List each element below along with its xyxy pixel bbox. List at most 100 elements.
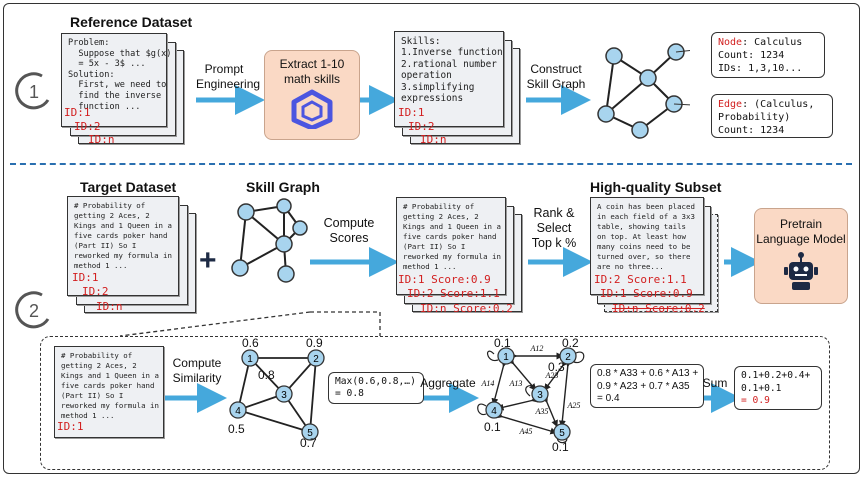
weight-node-2: 0.9 (306, 336, 323, 350)
detail-doc-text: # Probability of getting 2 Aces, 2 Kings… (61, 351, 159, 420)
skill-graph-title: Skill Graph (246, 179, 320, 195)
agg-weight-3: 0.3 (548, 360, 565, 374)
ref-id-1: ID:1 (64, 106, 91, 119)
weight-node-3: 0.8 (258, 368, 275, 382)
skill-graph-2 (231, 198, 308, 283)
step-2-badge: 2 (15, 291, 50, 329)
sum-label: Sum (702, 376, 728, 390)
sim-node-2: 2 (313, 354, 319, 365)
aggregate-formula-box: 0.8 * A33 + 0.6 * A13 + 0.9 * A23 + 0.7 … (590, 364, 704, 408)
skills-card-1: Skills: 1.Inverse function 2.rational nu… (394, 31, 504, 127)
scores-doc-text: # Probability of getting 2 Aces, 2 Kings… (403, 202, 501, 271)
graph1-node (605, 47, 623, 65)
edge-label-a25: A25 (567, 401, 581, 410)
svg-text:2: 2 (29, 301, 39, 321)
edge-label-a13: A13 (509, 379, 523, 388)
edge-label-a23: A23 (545, 371, 559, 380)
robot-icon (784, 252, 818, 290)
weight-node-4: 0.5 (228, 422, 245, 436)
score-row-n: ID:n Score:0.2 (420, 302, 513, 315)
node-ids: IDs: 1,3,10... (718, 63, 803, 74)
agg-weight-2: 0.2 (562, 336, 579, 350)
aggregate-graph: 1 2 3 4 5 A12 A23 A13 A14 A35 A25 A45 (477, 344, 585, 444)
compute-similarity-label: Compute Similarity (172, 356, 222, 385)
graph2-node (277, 265, 295, 283)
figure-frame (3, 3, 860, 474)
edge-label-a14: A14 (481, 379, 495, 388)
edge-key: Edge (718, 99, 743, 110)
rank-select-label: Rank & Select Top k % (531, 206, 577, 250)
graph2-node (276, 198, 292, 214)
target-id-1: ID:1 (72, 271, 99, 284)
agg-node-4: 4 (491, 406, 497, 417)
agg-node-1: 1 (503, 352, 509, 363)
hq-doc-text: A coin has been placed in each field of … (597, 202, 695, 271)
step-1-badge: 1 (15, 72, 50, 110)
sum-box: 0.1+0.2+0.4+ 0.1+0.1 = 0.9 (734, 366, 822, 410)
aggregate-label: Aggregate (420, 376, 476, 390)
graph1-node (597, 105, 615, 123)
target-doc-card-1: # Probability of getting 2 Aces, 2 Kings… (67, 196, 179, 296)
target-dataset-title: Target Dataset (80, 179, 177, 195)
agg-weight-1: 0.1 (494, 336, 511, 350)
ref-id-n: ID:n (88, 133, 115, 146)
score-row-2: ID:2 Score:1.1 (407, 287, 500, 300)
max-formula-box: Max(0.6,0.8,…) = 0.8 (328, 372, 424, 404)
edge-label-a45: A45 (519, 427, 533, 436)
edge-value: : (Calculus, (742, 99, 815, 110)
node-info-bubble: Node: Calculus Count: 1234 IDs: 1,3,10..… (711, 32, 825, 78)
sim-node-3: 3 (281, 390, 287, 401)
qwen-logo-icon (291, 89, 333, 131)
target-doc-text: # Probability of getting 2 Aces, 2 Kings… (74, 201, 172, 270)
edge-label-a35: A35 (535, 407, 549, 416)
skills-id-1: ID:1 (398, 106, 425, 119)
node-key: Node (718, 37, 743, 48)
pretrain-model-box: Pretrain Language Model (754, 208, 848, 304)
compute-scores-label: Compute Scores (323, 216, 375, 245)
plus-icon: + (199, 244, 217, 277)
edge-count: Count: 1234 (718, 125, 785, 136)
detail-panel (40, 336, 830, 470)
target-id-n: ID:n (96, 300, 123, 313)
skills-id-2: ID:2 (408, 120, 435, 133)
section-divider (10, 163, 852, 165)
svg-text:1: 1 (29, 82, 39, 102)
agg-node-2: 2 (565, 352, 571, 363)
detail-id: ID:1 (57, 420, 84, 433)
graph2-node (292, 220, 308, 236)
ref-id-2: ID:2 (74, 120, 101, 133)
edge-info-bubble: Edge: (Calculus, Probability) Count: 123… (711, 94, 833, 138)
edge-label-a12: A12 (530, 344, 544, 353)
graph2-node (275, 235, 293, 253)
ref-doc-text: Problem: Suppose that $g(x) = 5x - 3$ ..… (68, 38, 172, 112)
hq-row-2: ID:1 Score:0.9 (600, 287, 693, 300)
skills-id-n: ID:n (420, 133, 447, 146)
extract-skills-label: Extract 1-10 math skills (279, 57, 345, 86)
weight-node-1: 0.6 (242, 336, 259, 350)
hq-row-1: ID:2 Score:1.1 (594, 273, 687, 286)
sim-node-1: 1 (247, 354, 253, 365)
skill-graph-1 (597, 43, 690, 139)
agg-weight-4: 0.1 (484, 420, 501, 434)
prompt-engineering-label: Prompt Engineering (196, 62, 261, 91)
scores-card-1: # Probability of getting 2 Aces, 2 Kings… (396, 197, 506, 295)
agg-weight-5: 0.1 (552, 440, 569, 454)
node-count: Count: 1234 (718, 50, 785, 61)
agg-node-5: 5 (559, 428, 565, 439)
pretrain-label: Pretrain Language Model (756, 217, 846, 246)
hq-card-1: A coin has been placed in each field of … (590, 197, 704, 295)
construct-skill-graph-label: Construct Skill Graph (526, 62, 586, 91)
score-row-1: ID:1 Score:0.9 (398, 273, 491, 286)
skills-text: Skills: 1.Inverse function 2.rational nu… (401, 36, 503, 105)
graph2-node (231, 259, 249, 277)
graph2-node (237, 203, 255, 221)
similarity-graph: 1 2 3 4 5 (229, 349, 325, 441)
detail-doc-card: # Probability of getting 2 Aces, 2 Kings… (54, 346, 164, 438)
graph1-node (631, 121, 649, 139)
extract-skills-box: Extract 1-10 math skills (264, 50, 360, 140)
target-id-2: ID:2 (82, 285, 109, 298)
hq-row-n: ID:n Score:0.2 (612, 302, 705, 315)
edge-value-2: Probability) (718, 112, 791, 123)
agg-node-3: 3 (537, 390, 543, 401)
sum-result: = 0.9 (741, 395, 770, 406)
